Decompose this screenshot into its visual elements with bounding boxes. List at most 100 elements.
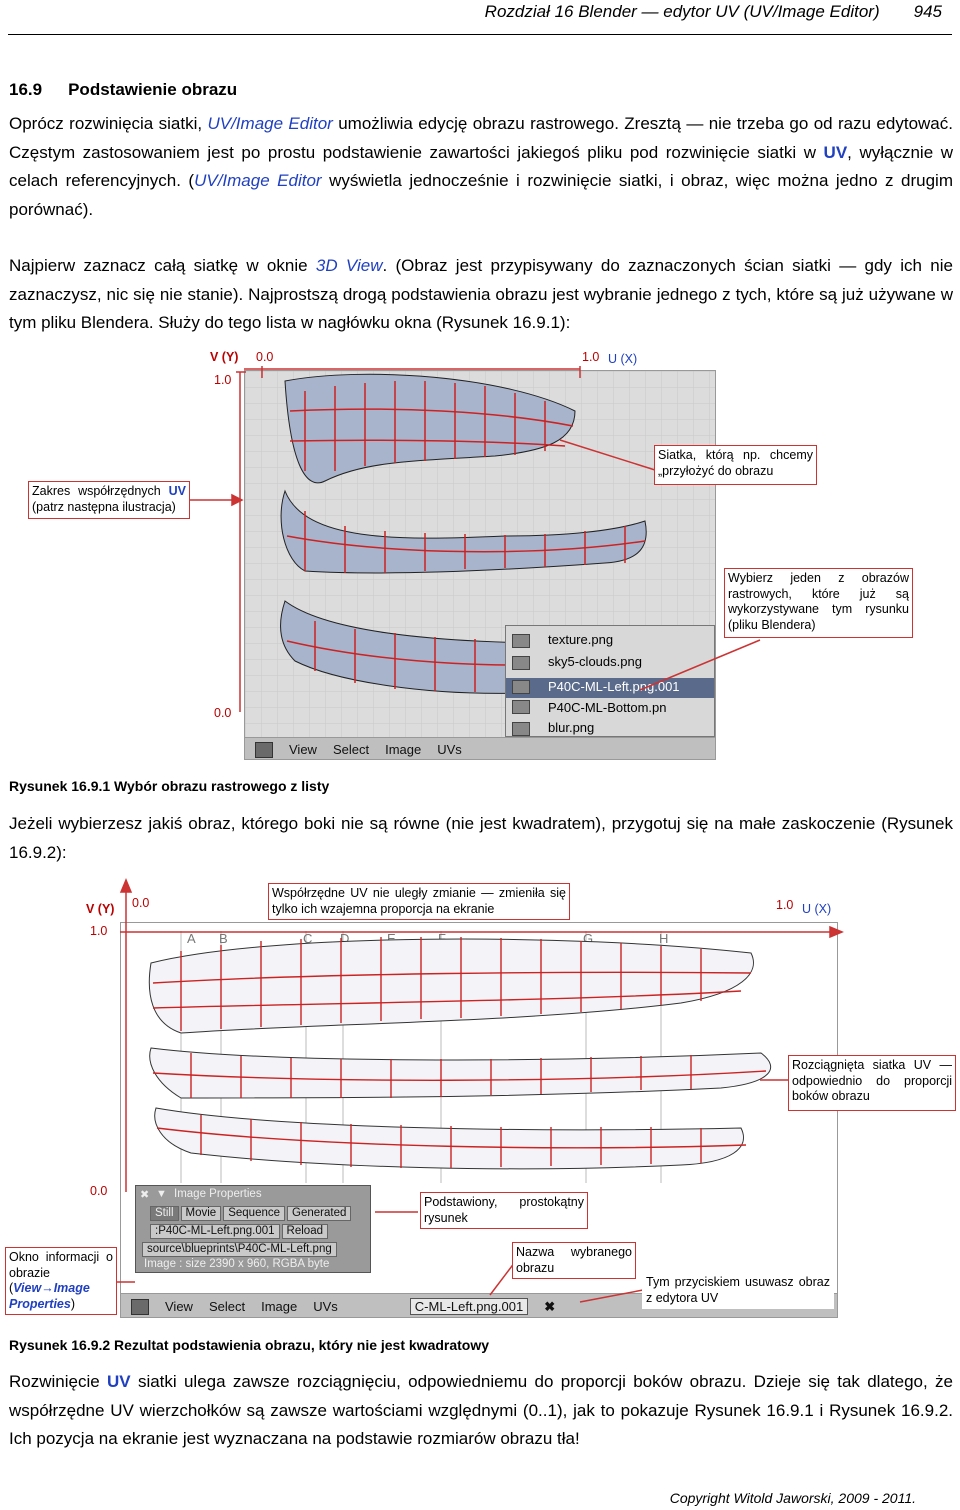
callout-mesh: Siatka, którą np. chcemy „przyłożyć do o… xyxy=(654,445,817,485)
zero-bottom-label: 0.0 xyxy=(214,706,232,720)
blueprint-letter: F xyxy=(438,931,446,946)
chevron-down-icon[interactable]: ▼ xyxy=(156,1188,167,1200)
editor-type-icon[interactable] xyxy=(131,1298,149,1315)
menu-highlight xyxy=(506,678,714,698)
blueprint-mesh-2: A B C D E F G H xyxy=(148,931,772,1183)
callout-choose-image: Wybierz jeden z obrazów rastrowych, któr… xyxy=(724,568,913,638)
text: Zakres współrzędnych xyxy=(32,484,169,498)
one-left-label: 1.0 xyxy=(214,373,232,387)
reload-button[interactable]: Reload xyxy=(281,1224,328,1239)
editor-type-icon[interactable] xyxy=(255,741,273,758)
text: . (Obraz jest przypisywany do zaznaczony… xyxy=(9,256,953,333)
paragraph-2: Najpierw zaznacz całą siatkę w oknie 3D … xyxy=(9,252,953,338)
text: Rozwinięcie xyxy=(9,1372,108,1391)
tab-sequence[interactable]: Sequence xyxy=(223,1206,286,1221)
one-top-label-2: 1.0 xyxy=(776,898,794,912)
menu-item-blur[interactable]: blur.png xyxy=(548,720,595,735)
term: UV xyxy=(823,142,848,162)
uv-editor-view-1[interactable]: texture.png sky5-clouds.png P40C-ML-Left… xyxy=(244,370,716,760)
text: wyświetla jednocześnie i rozwinięcie sia… xyxy=(9,171,953,220)
remove-image-icon[interactable]: ✖ xyxy=(544,1298,556,1314)
uv-header-toolbar-1: View Select Image UVs xyxy=(245,737,715,759)
close-icon[interactable]: ✖ xyxy=(140,1189,150,1201)
callout-stretched: Rozciągnięta siatka UV — odpowiednio do … xyxy=(788,1055,956,1111)
menu-uvs[interactable]: UVs xyxy=(313,1299,338,1314)
paragraph-3: Jeżeli wybierzesz jakiś obraz, którego b… xyxy=(9,814,953,862)
uv-editor-view-2[interactable]: A B C D E F G H ✖ ▼ Image Properties Sti… xyxy=(120,922,838,1318)
figure-1-caption: Rysunek 16.9.1 Wybór obrazu rastrowego z… xyxy=(9,778,330,794)
text: ) xyxy=(70,1296,76,1311)
callout-image-name: Nazwa wybranego obrazu xyxy=(512,1242,636,1279)
props-tabs: Still Movie Sequence Generated xyxy=(150,1206,352,1221)
image-path-field[interactable]: source\blueprints\P40C-ML-Left.png xyxy=(142,1242,337,1257)
callout-coords: Współrzędne UV nie uległy zmianie — zmie… xyxy=(268,883,570,920)
uv-header-toolbar-2: View Select Image UVs C-ML-Left.png.001 … xyxy=(121,1293,837,1317)
paragraph-4: Rozwinięcie UV siatki ulega zawsze rozci… xyxy=(9,1368,953,1454)
image-properties-panel[interactable]: ✖ ▼ Image Properties Still Movie Sequenc… xyxy=(135,1185,371,1273)
menu-item-sky[interactable]: sky5-clouds.png xyxy=(548,654,642,669)
image-name-toolbar-field[interactable]: C-ML-Left.png.001 xyxy=(409,1298,529,1315)
term: View→Image Properties xyxy=(9,1281,90,1311)
blueprint-letter: B xyxy=(219,931,228,946)
menu-item-left[interactable]: P40C-ML-Left.png.001 xyxy=(548,679,680,694)
image-info-text: Image : size 2390 x 960, RGBA byte xyxy=(144,1258,330,1270)
v-axis-label: V (Y) xyxy=(210,350,238,364)
text: siatki ulega zawsze rozciągnięciu, odpow… xyxy=(9,1372,953,1449)
v-axis-label-2: V (Y) xyxy=(86,902,114,916)
blueprint-letter: E xyxy=(387,931,396,946)
callout-rect-image: Podstawiony, prostokątny rysunek xyxy=(420,1192,588,1229)
term: UV xyxy=(168,484,186,498)
term: UV/Image Editor xyxy=(194,171,322,191)
section-heading: 16.9 Podstawienie obrazu xyxy=(9,80,237,100)
text: Oprócz rozwinięcia siatki, xyxy=(9,114,208,133)
image-thumb-icon xyxy=(512,656,530,670)
one-top-label: 1.0 xyxy=(582,350,600,364)
paragraph-1: Oprócz rozwinięcia siatki, UV/Image Edit… xyxy=(9,110,953,225)
props-name-row: :P40C-ML-Left.png.001 Reload xyxy=(150,1224,328,1239)
section-number: 16.9 xyxy=(9,80,43,99)
blueprint-letter: G xyxy=(583,931,593,946)
menu-view[interactable]: View xyxy=(165,1299,193,1314)
term: UV/Image Editor xyxy=(207,114,333,133)
section-title: Podstawienie obrazu xyxy=(68,80,238,99)
menu-image[interactable]: Image xyxy=(261,1299,298,1314)
figure-2-caption: Rysunek 16.9.2 Rezultat podstawienia obr… xyxy=(9,1337,490,1353)
zero-bottom-label-2: 0.0 xyxy=(90,1184,108,1198)
tab-generated[interactable]: Generated xyxy=(287,1206,352,1221)
zero-top-label: 0.0 xyxy=(256,350,274,364)
menu-item-texture[interactable]: texture.png xyxy=(548,632,614,647)
u-axis-label: U (X) xyxy=(608,352,638,366)
menu-item-bottom[interactable]: P40C-ML-Bottom.pn xyxy=(548,700,667,715)
copyright-footer: Copyright Witold Jaworski, 2009 - 2011. xyxy=(669,1490,916,1506)
callout-remove: Tym przyciskiem usuwasz obraz z edytora … xyxy=(642,1272,834,1309)
props-path-row: source\blueprints\P40C-ML-Left.png xyxy=(142,1242,337,1257)
text: umożliwia edycję obrazu rastrowego. Zres… xyxy=(9,114,953,162)
image-browse-menu[interactable]: texture.png sky5-clouds.png P40C-ML-Left… xyxy=(505,625,715,737)
tab-movie[interactable]: Movie xyxy=(180,1206,222,1221)
menu-select[interactable]: Select xyxy=(208,1299,246,1314)
header-rule xyxy=(8,34,952,35)
term: UV xyxy=(107,1372,131,1391)
text: (patrz następna ilustracja) xyxy=(32,499,176,514)
page-number: 945 xyxy=(913,2,942,21)
text: Najpierw zaznacz całą siatkę w oknie xyxy=(9,256,316,275)
u-axis-label-2: U (X) xyxy=(802,902,832,916)
image-thumb-icon xyxy=(512,700,530,714)
menu-select[interactable]: Select xyxy=(332,742,370,757)
menu-image[interactable]: Image xyxy=(385,742,422,757)
menu-uvs[interactable]: UVs xyxy=(437,742,462,757)
image-thumb-icon xyxy=(512,722,530,736)
props-title: Image Properties xyxy=(174,1188,262,1200)
menu-view[interactable]: View xyxy=(289,742,317,757)
text: Okno informacji o obrazie ( xyxy=(9,1250,113,1295)
term: 3D View xyxy=(315,256,383,275)
callout-uv-range: Zakres współrzędnych UV (patrz następna … xyxy=(28,481,190,519)
one-left-label-2: 1.0 xyxy=(90,924,108,938)
tab-still[interactable]: Still xyxy=(150,1206,179,1221)
image-name-field[interactable]: :P40C-ML-Left.png.001 xyxy=(150,1224,280,1239)
zero-top-label-2: 0.0 xyxy=(132,896,150,910)
image-thumb-icon xyxy=(512,680,530,694)
image-thumb-icon xyxy=(512,634,530,648)
v-label: V (Y) xyxy=(86,902,115,916)
